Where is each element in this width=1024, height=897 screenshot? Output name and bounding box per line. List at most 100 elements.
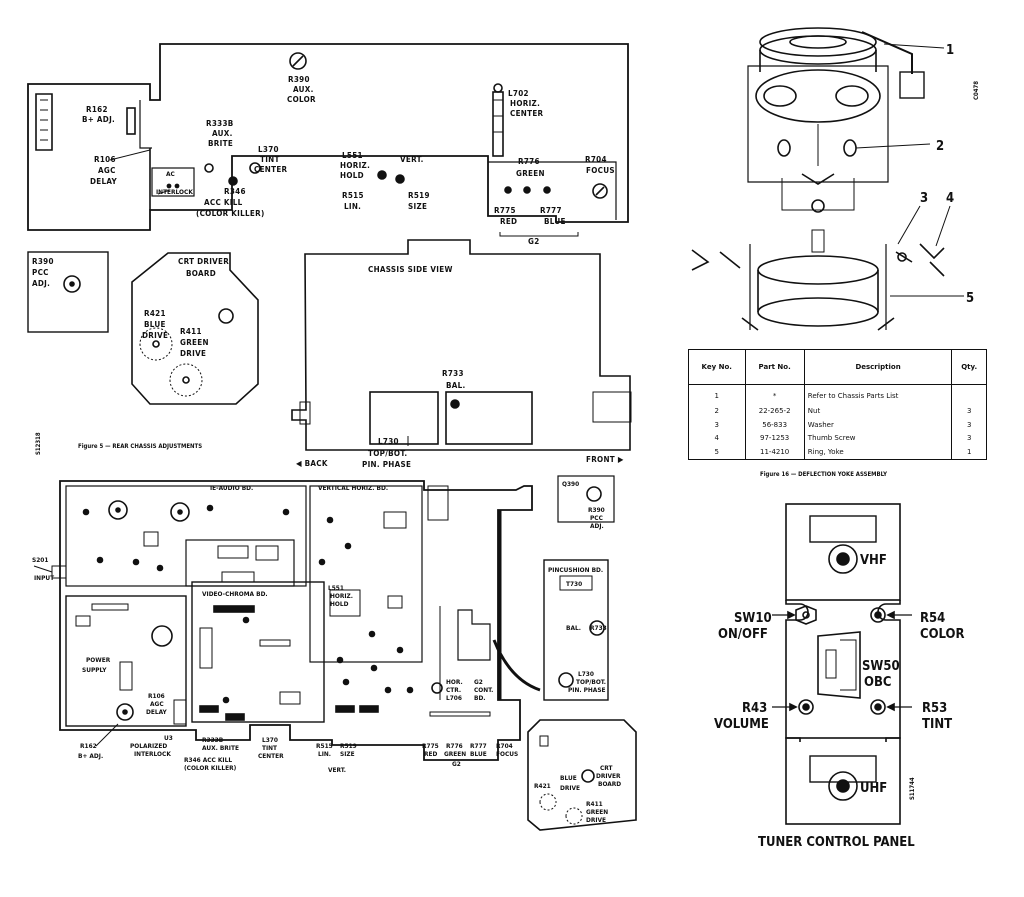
label-r43: R43 — [742, 701, 767, 716]
yoke-code: C0478 — [973, 81, 980, 100]
label-board-l370: L370 — [262, 736, 278, 744]
label-r54: R54 — [920, 611, 945, 626]
label-u3: U3 — [164, 734, 173, 742]
rear-chassis-adjustments — [27, 43, 629, 237]
label-g2-cont: CONT. — [474, 686, 493, 694]
qty-cell: 3 — [951, 404, 987, 419]
label-pincushion: PINCUSHION BD. — [548, 566, 603, 574]
label-r333b: R333B — [206, 119, 234, 128]
part-no-cell: 56-833 — [744, 418, 805, 432]
label-small-blue-drive: DRIVE — [560, 784, 580, 792]
label-board-focus: FOCUS — [496, 750, 518, 758]
key-no-cell: 5 — [688, 445, 746, 460]
label-r54-color: COLOR — [920, 627, 964, 642]
key-no-cell: 3 — [688, 418, 746, 432]
label-board-red: RED — [424, 750, 437, 758]
callout-1: 1 — [946, 43, 954, 58]
label-board-hold: HOLD — [330, 600, 349, 608]
label-power: POWER — [86, 656, 111, 664]
label-board-r777: R777 — [470, 742, 487, 750]
label-color: COLOR — [287, 95, 316, 104]
label-board-r733: R733 — [590, 624, 607, 632]
main-board-labels: IE-AUDIO BD. VERTICAL HORIZ. BD. VIDEO-C… — [32, 480, 621, 824]
qty-cell — [951, 384, 987, 405]
label-small-driver: DRIVER — [596, 772, 621, 780]
tuner-labels: VHF UHF SW10 ON/OFF R54 COLOR SW50 OBC R… — [714, 553, 964, 850]
parts-table-header: Key No. Part No. Description Qty. — [688, 349, 987, 385]
label-ie-audio: IE-AUDIO BD. — [210, 484, 253, 492]
label-l706: L706 — [446, 694, 462, 702]
label-pcc: PCC — [32, 268, 49, 277]
table-row: 3 56-833 Washer 3 — [688, 418, 987, 432]
chassis-side-view — [291, 239, 632, 451]
label-board-lin: LIN. — [318, 750, 331, 758]
label-tint-center: CENTER — [254, 165, 288, 174]
label-polarized: POLARIZED — [130, 742, 167, 750]
label-vert: VERT. — [400, 155, 424, 164]
label-pcc-adj: ADJ. — [32, 279, 50, 288]
label-l551-horiz: HORIZ. — [340, 161, 370, 170]
tuner-code: S11744 — [909, 777, 916, 800]
label-vertical-horiz: VERTICAL HORIZ. BD. — [318, 484, 388, 492]
label-t730: T730 — [566, 580, 582, 588]
label-pin-phase: PIN. PHASE — [362, 460, 411, 469]
description-cell: Thumb Screw — [803, 431, 953, 446]
label-input: INPUT — [34, 574, 54, 582]
label-tint: TINT — [260, 155, 280, 164]
crt-driver-board-rear — [131, 252, 259, 405]
label-interlock: INTERLOCK — [156, 188, 193, 196]
label-board-color-killer: (COLOR KILLER) — [184, 764, 237, 772]
pcc-adjustment-box — [27, 251, 109, 333]
label-sw10: SW10 — [734, 611, 772, 626]
label-hold: HOLD — [340, 171, 364, 180]
yoke-labels: 1 2 3 4 5 C0478 Figure 16 — DEFLECTION Y… — [760, 43, 980, 478]
label-uhf: UHF — [860, 781, 887, 796]
key-no-cell: 2 — [688, 404, 746, 419]
label-board-center: CENTER — [258, 752, 284, 760]
label-red: RED — [500, 217, 517, 226]
key-no-cell: 4 — [688, 431, 746, 446]
label-blue-drive-1: BLUE — [144, 320, 166, 329]
part-no-cell: 97-1253 — [744, 431, 805, 446]
label-r704: R704 — [585, 155, 607, 164]
label-acc-kill: ACC KILL — [204, 198, 243, 207]
label-l551: L551 — [342, 151, 363, 160]
description-cell: Nut — [803, 404, 953, 419]
table-row: 5 11-4210 Ring, Yoke 1 — [688, 445, 987, 460]
label-board-tint: TINT — [262, 744, 277, 752]
label-r421: R421 — [144, 309, 166, 318]
label-b-adj: B+ ADJ. — [82, 115, 115, 124]
label-small-crt: CRT — [600, 764, 613, 772]
label-board-top-bot: TOP/BOT. — [576, 678, 606, 686]
qty-cell: 1 — [951, 445, 987, 460]
tuner-panel-title: TUNER CONTROL PANEL — [758, 835, 915, 850]
key-no-cell: 1 — [688, 384, 746, 405]
figure-5-id: S12318 — [35, 432, 42, 455]
label-on-off: ON/OFF — [718, 627, 768, 642]
figure-5-caption: Figure 5 — REAR CHASSIS ADJUSTMENTS — [78, 443, 202, 450]
label-r346: R346 — [224, 187, 246, 196]
main-chassis-board — [33, 475, 637, 831]
label-volume: VOLUME — [714, 717, 769, 732]
label-board-r106: R106 — [148, 692, 165, 700]
label-board-b-adj: B+ ADJ. — [78, 752, 103, 760]
label-g2-cont-g2: G2 — [474, 678, 483, 686]
label-board-r333b: R333B — [202, 736, 224, 744]
description-cell: Refer to Chassis Parts List — [803, 384, 953, 405]
label-board-delay: DELAY — [146, 708, 167, 716]
label-board-pin-phase: PIN. PHASE — [568, 686, 606, 694]
table-row: 2 22-265-2 Nut 3 — [688, 404, 987, 419]
label-r390: R390 — [288, 75, 310, 84]
header-description: Description — [803, 349, 953, 385]
label-r733-bal: BAL. — [446, 381, 466, 390]
label-ac: AC — [166, 170, 175, 178]
label-board-r704: R704 — [496, 742, 513, 750]
header-key-no: Key No. — [688, 349, 746, 385]
label-small-board: BOARD — [598, 780, 621, 788]
label-agc: AGC — [98, 166, 116, 175]
deflection-yoke-parts-table: Key No. Part No. Description Qty. 1 * Re… — [688, 349, 987, 460]
label-s201: S201 — [32, 556, 48, 564]
back-arrow-label: ◀ BACK — [296, 459, 328, 468]
table-row: 4 97-1253 Thumb Screw 3 — [688, 431, 987, 446]
